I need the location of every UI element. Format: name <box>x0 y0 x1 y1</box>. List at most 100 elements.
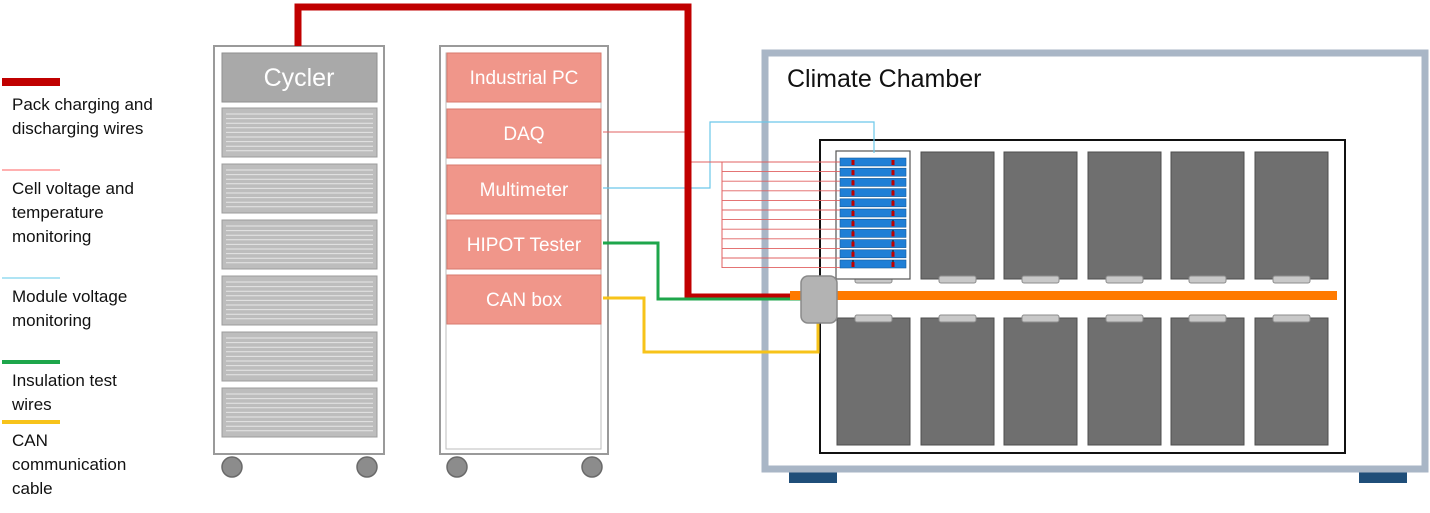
battery-module <box>1087 151 1162 280</box>
pack-busbar <box>790 291 1337 300</box>
insulation-test-wire <box>603 241 812 301</box>
cell-sensor-tap <box>891 241 895 247</box>
legend-item-insulation: Insulation test wires <box>2 360 117 414</box>
cell-sensor-tap <box>891 160 895 165</box>
cell-sensor-tap <box>891 251 895 257</box>
wires <box>294 3 1337 354</box>
cycler-rack: Cycler <box>213 45 385 478</box>
battery-module <box>1003 317 1078 446</box>
legend: Pack charging and discharging wires Cell… <box>2 78 153 498</box>
cell <box>839 188 907 197</box>
cell-sensor-tap <box>851 241 855 247</box>
cell-sensor-tap <box>891 262 895 267</box>
rack-label-multimeter: Multimeter <box>480 180 569 201</box>
cell <box>839 167 907 177</box>
battery-module <box>836 317 911 446</box>
cell-sensor-tap <box>891 211 895 216</box>
daq-trunk-wire <box>603 131 723 268</box>
cycler-slot <box>221 219 378 270</box>
cell-sensor-tap <box>891 170 895 176</box>
cycler-slot <box>221 331 378 382</box>
cell <box>839 178 907 187</box>
cell <box>839 239 907 248</box>
cell-sensor-tap <box>851 262 855 267</box>
battery-module <box>1170 317 1245 446</box>
cell-sensor-tap <box>891 180 895 186</box>
legend-label-can-1: CAN <box>12 431 48 450</box>
cycler-slot <box>221 275 378 326</box>
pack-junction-box <box>800 275 838 324</box>
legend-label-cell-3: monitoring <box>12 227 91 246</box>
cell <box>839 198 907 208</box>
battery-module <box>1254 317 1329 446</box>
rack-label-industrial-pc: Industrial PC <box>470 68 579 89</box>
rack-box-daq <box>446 108 602 159</box>
legend-item-pack: Pack charging and discharging wires <box>2 78 153 138</box>
legend-label-can-3: cable <box>12 479 53 498</box>
instrument-rack-wheel-right <box>581 456 603 478</box>
module-connector-tab <box>1272 314 1311 323</box>
legend-label-pack-1: Pack charging and <box>12 95 153 114</box>
rack-item-daq: DAQ <box>446 108 602 159</box>
instrument-rack: Industrial PC DAQ Multimeter HIPOT Teste… <box>439 45 609 478</box>
rack-item-multimeter: Multimeter <box>446 164 602 215</box>
module-connector-tab <box>1188 314 1227 323</box>
rack-box-hipot-tester <box>446 219 602 270</box>
cell-sensor-tap <box>851 200 855 206</box>
module-connector-tab <box>1021 314 1060 323</box>
module-connector-tab <box>938 275 977 284</box>
cell-sensor-tap <box>851 211 855 216</box>
legend-label-pack-2: discharging wires <box>12 119 143 138</box>
cycler-slot <box>221 107 378 158</box>
cell-sensor-tap <box>851 180 855 186</box>
module-connector-tab <box>1272 275 1311 284</box>
rack-box-industrial-pc <box>446 52 602 103</box>
battery-module <box>920 151 995 280</box>
battery-module <box>1087 317 1162 446</box>
rack-item-can-box: CAN box <box>446 274 602 325</box>
legend-label-module-2: monitoring <box>12 311 91 330</box>
cell-sensor-tap <box>851 170 855 176</box>
module-connector-tab <box>938 314 977 323</box>
cell-sensor-tap <box>851 231 855 237</box>
cell-sensor-tap <box>851 160 855 165</box>
chamber-title: Climate Chamber <box>787 65 982 93</box>
pack-charging-wire <box>294 3 812 301</box>
cell-sensor-tap <box>851 190 855 196</box>
battery-modules <box>836 151 1329 446</box>
cell-sensor-tap <box>891 200 895 206</box>
rack-label-can-box: CAN box <box>486 290 563 311</box>
instrument-rack-wheel-left <box>446 456 468 478</box>
legend-label-can-2: communication <box>12 455 126 474</box>
rack-label-daq: DAQ <box>503 124 544 145</box>
legend-item-cell: Cell voltage and temperature monitoring <box>2 169 134 246</box>
battery-module <box>1254 151 1329 280</box>
cell <box>839 208 907 218</box>
rack-item-hipot-tester: HIPOT Tester <box>446 219 602 270</box>
cell-sensor-tap <box>851 251 855 257</box>
cycler-label: Cycler <box>264 64 335 92</box>
battery-module <box>920 317 995 446</box>
rack-item-industrial-pc: Industrial PC <box>446 52 602 103</box>
module-connector-tab <box>1105 275 1144 284</box>
legend-label-cell-2: temperature <box>12 203 104 222</box>
cell-sensor-tap <box>891 221 895 227</box>
rack-label-hipot-tester: HIPOT Tester <box>467 235 582 256</box>
cell <box>839 218 907 228</box>
cell <box>839 249 907 259</box>
legend-label-cell-1: Cell voltage and <box>12 179 134 198</box>
module-connector-tab <box>1021 275 1060 284</box>
rack-box-multimeter <box>446 164 602 215</box>
module-voltage-wire <box>603 121 875 189</box>
legend-label-insulation-2: wires <box>11 395 52 414</box>
cell-sensor-tap <box>851 221 855 227</box>
module-connector-tab <box>854 314 893 323</box>
cell <box>839 259 907 269</box>
module-connector-tab <box>1188 275 1227 284</box>
legend-label-module-1: Module voltage <box>12 287 127 306</box>
battery-module <box>1003 151 1078 280</box>
cell <box>839 157 907 167</box>
rack-box-can-box <box>446 274 602 325</box>
cell-sensor-tap <box>891 231 895 237</box>
